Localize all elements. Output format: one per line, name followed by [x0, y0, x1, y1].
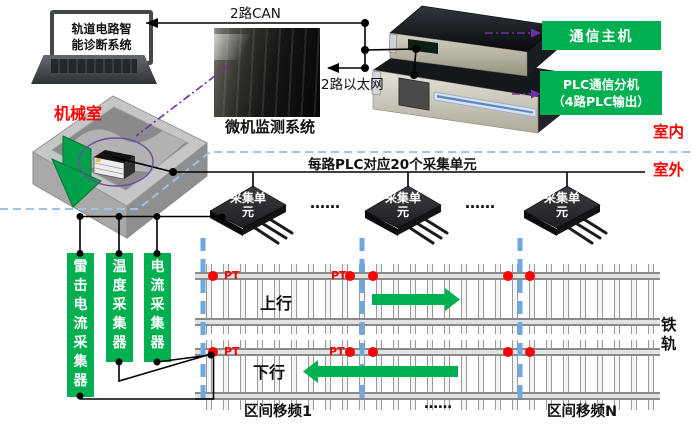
rail [195, 318, 660, 326]
acquisition-unit-label: 采集单元 [544, 191, 581, 219]
outdoor-label: 室外 [653, 161, 685, 179]
rail [195, 392, 660, 400]
section-last-label: 区间移频N [547, 404, 618, 420]
ellipsis: …… [465, 194, 495, 212]
down-direction-label: 下行 [253, 363, 286, 382]
device-highlight-ellipse [78, 137, 154, 187]
ethernet-label: 2路以太网 [321, 77, 384, 93]
server-room-photo [214, 28, 320, 117]
collector-current-label: 电流采集器 [150, 259, 165, 351]
ellipsis: …… [310, 194, 340, 212]
host-arrowhead [531, 28, 541, 38]
indoor-label: 室内 [653, 123, 685, 141]
collector-lightning-label: 雷击电流采集器 [73, 259, 88, 389]
pt-label: PT [329, 345, 345, 358]
ethernet-arrowhead [327, 63, 339, 73]
rail [195, 348, 660, 356]
laptop-screen-label: 轨道电路智能诊断系统 [71, 21, 132, 52]
plc-extension-label-line2: （4路PLC输出） [552, 94, 650, 109]
track-up-section [195, 264, 660, 334]
plc-extension-box: PLC通信分机 （4路PLC输出） [540, 71, 662, 115]
collector-lightning-current: 雷击电流采集器 [67, 253, 94, 397]
acquisition-unit-label: 采集单元 [230, 191, 267, 219]
rail-label: 铁轨 [661, 316, 677, 354]
comm-host-label: 通信主机 [569, 28, 634, 45]
plc-extension-label-line1: PLC通信分机 [562, 76, 640, 92]
ellipsis: …… [424, 396, 452, 412]
rail [195, 272, 660, 280]
can-bus-label: 2路CAN [230, 6, 281, 22]
monitor-system-caption: 微机监测系统 [224, 118, 315, 136]
acquisition-unit-label: 采集单元 [385, 191, 422, 219]
pt-label: PT [224, 269, 240, 282]
pt-label: PT [224, 345, 240, 358]
collector-temperature: 温度采集器 [106, 253, 133, 362]
collector-current: 电流采集器 [144, 253, 171, 362]
pt-label: PT [331, 269, 347, 282]
comm-host-box: 通信主机 [542, 21, 661, 50]
plc-bus-label: 每路PLC对应20个采集单元 [308, 157, 477, 173]
collector-temperature-label: 温度采集器 [112, 259, 127, 351]
laptop-keyboard [31, 55, 157, 84]
machine-room-label: 机械室 [54, 104, 103, 123]
up-direction-label: 上行 [260, 294, 293, 313]
section-first-label: 区间移频1 [244, 404, 313, 420]
